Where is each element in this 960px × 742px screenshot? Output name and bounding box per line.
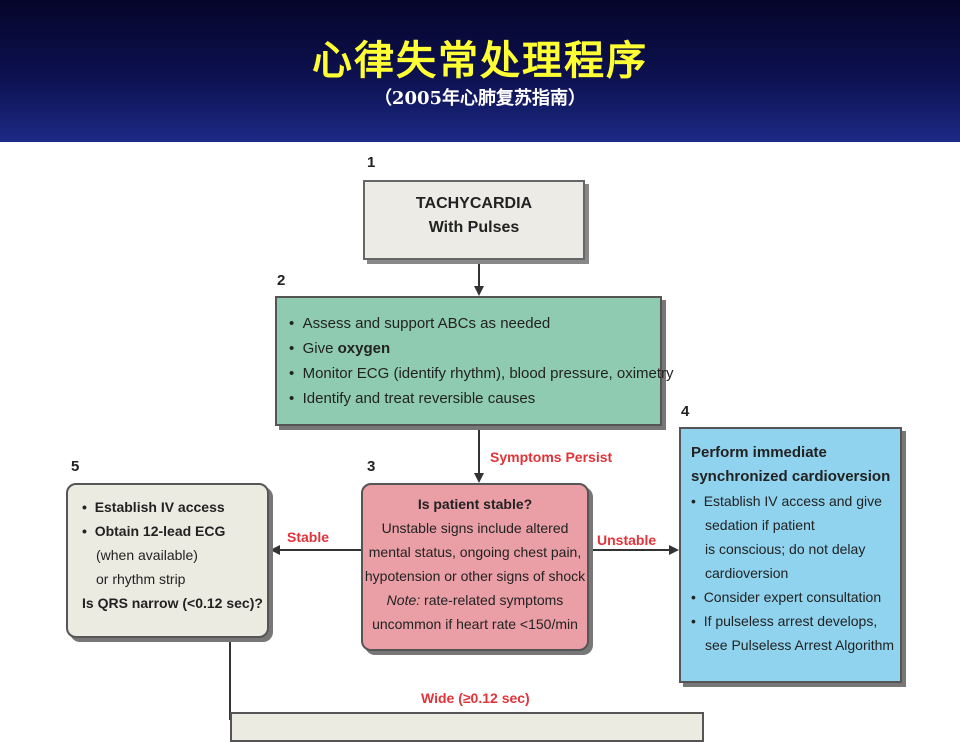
step-3-box: Is patient stable? Unstable signs includ… (361, 483, 589, 651)
step-5-item2: Obtain 12-lead ECG (82, 519, 267, 543)
label-wide: Wide (≥0.12 sec) (419, 690, 532, 706)
step-number-4: 4 (681, 403, 690, 420)
next-step-box (230, 712, 704, 742)
step-1-line1: TACHYCARDIA (415, 195, 533, 212)
step-4-item1-line4: cardioversion (705, 565, 789, 581)
step-3-note-label: Note: (386, 592, 421, 608)
step-4-heading2: synchronized cardioversion (691, 468, 891, 485)
step-2-item3: Monitor ECG (identify rhythm), blood pre… (289, 361, 674, 386)
step-4-item1-line2: sedation if patient (705, 517, 815, 533)
step-4-item2: Consider expert consultation (691, 585, 900, 609)
step-5-item2-line2: (when available) (96, 547, 198, 563)
step-3-line3: hypotension or other signs of shock (364, 568, 586, 584)
label-symptoms-persist: Symptoms Persist (488, 449, 615, 465)
step-2-item2-bold: oxygen (337, 340, 391, 357)
step-5-item2-line3: or rhythm strip (96, 571, 186, 587)
step-4-box: Perform immediate synchronized cardiover… (679, 427, 902, 683)
step-1-line2: With Pulses (428, 219, 520, 236)
step-5-box: Establish IV access Obtain 12-lead ECG (… (66, 483, 269, 638)
step-4-item1: Establish IV access and give (691, 489, 900, 513)
connector-arrows (229, 260, 679, 720)
header-banner: 心律失常处理程序 （2005年心肺复苏指南） (0, 0, 960, 142)
step-3-line1: Unstable signs include altered (381, 520, 569, 536)
step-4-heading1: Perform immediate (691, 444, 827, 461)
slide-subtitle: （2005年心肺复苏指南） (373, 88, 587, 109)
step-1-box: TACHYCARDIA With Pulses (363, 180, 585, 260)
step-number-5: 5 (71, 458, 80, 475)
step-5-question: Is QRS narrow (<0.12 sec)? (82, 595, 263, 611)
step-5-item1: Establish IV access (82, 495, 267, 519)
step-number-3: 3 (367, 458, 376, 475)
step-2-item1: Assess and support ABCs as needed (289, 311, 660, 336)
step-2-box: Assess and support ABCs as needed Give o… (275, 296, 674, 426)
step-2-item4: Identify and treat reversible causes (289, 386, 660, 411)
step-3-note: Note: rate-related symptoms (363, 588, 587, 612)
step-3-line2: mental status, ongoing chest pain, (368, 544, 582, 560)
step-3-line5: uncommon if heart rate <150/min (372, 616, 578, 632)
step-4-item3-line2: see Pulseless Arrest Algorithm (705, 637, 895, 653)
step-number-2: 2 (277, 272, 286, 289)
label-unstable: Unstable (595, 532, 659, 548)
step-4-item1-line3: is conscious; do not delay (705, 541, 866, 557)
slide-title: 心律失常处理程序 (312, 38, 648, 84)
step-3-note-text: rate-related symptoms (420, 592, 564, 608)
label-stable: Stable (285, 529, 332, 545)
step-2-item2: Give oxygen (289, 336, 660, 361)
step-2-item2-prefix: Give (302, 340, 338, 357)
step-4-item3: If pulseless arrest develops, (691, 609, 900, 633)
step-3-heading: Is patient stable? (417, 496, 533, 512)
step-number-1: 1 (367, 154, 376, 171)
